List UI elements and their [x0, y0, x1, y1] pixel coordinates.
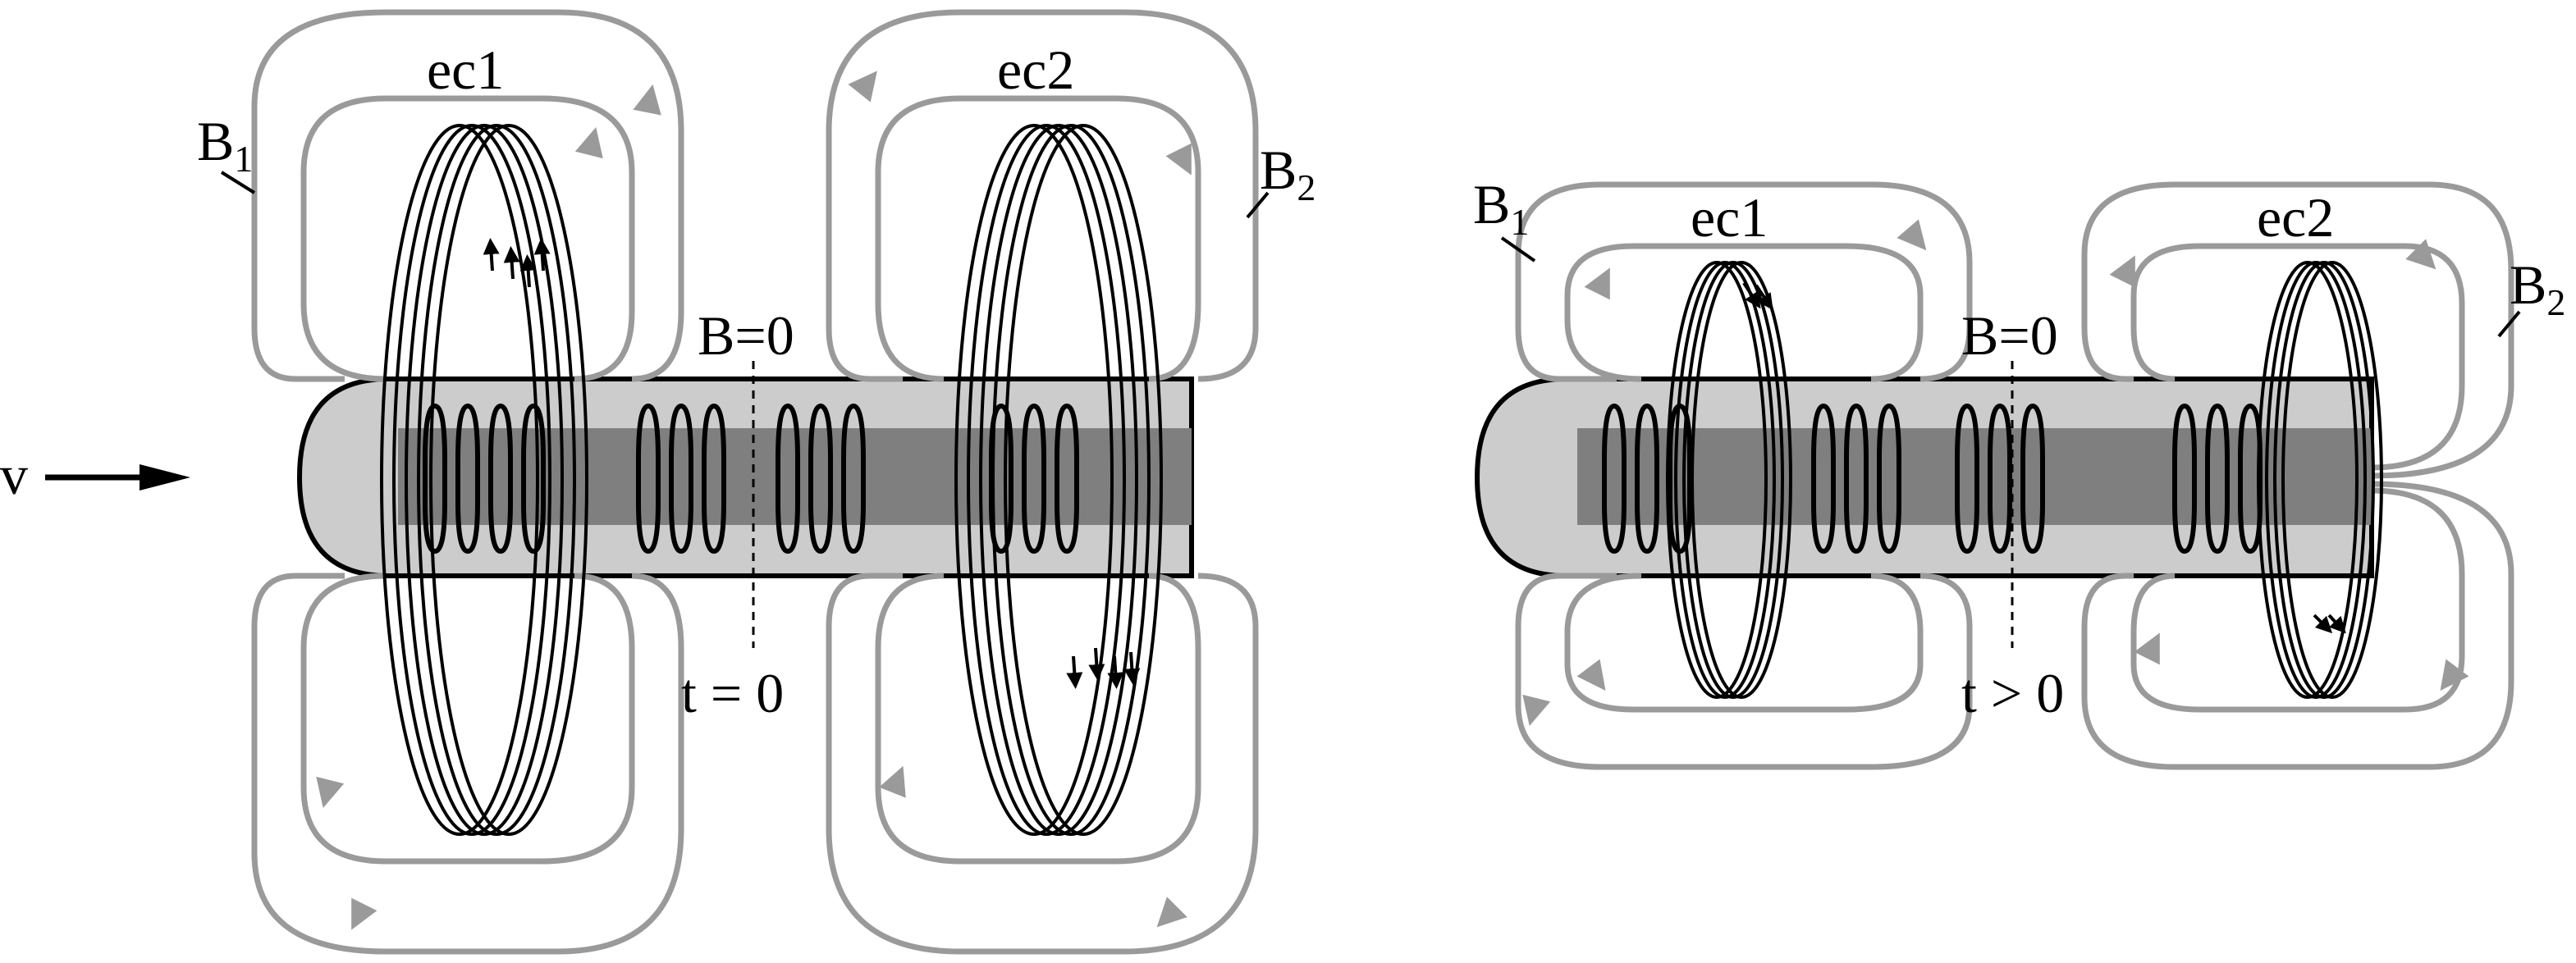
b1-label: B1: [197, 110, 256, 194]
b2-base: B: [1260, 139, 1297, 201]
zero-field-label: B=0: [698, 304, 794, 367]
b1-label-2: B1: [1473, 173, 1536, 262]
ec2-label-2: ec2: [2257, 186, 2334, 249]
b1-base-2: B: [1473, 173, 1510, 235]
b1-subscript-2: 1: [1510, 201, 1529, 243]
b2-label-2: B2: [2497, 253, 2565, 338]
b2-base-2: B: [2510, 253, 2546, 316]
eddy-current-ec1-rings: [380, 124, 588, 836]
ec1-label-2: ec1: [1691, 186, 1768, 249]
svg-text:B2: B2: [2510, 253, 2565, 323]
zero-field-label-2: B=0: [1961, 304, 2058, 367]
svg-text:B1: B1: [1473, 173, 1529, 243]
field-lines-b2-2: [2081, 181, 2514, 770]
ec1-label: ec1: [427, 39, 504, 101]
panel-t-positive: ec1 ec2 B=0 t > 0 B1 B2: [1473, 173, 2565, 770]
eddy-current-ec2-rings: [954, 124, 1163, 836]
solenoid-windings-2: [1602, 403, 2263, 555]
b1-subscript: 1: [234, 138, 253, 180]
svg-text:B2: B2: [1260, 139, 1315, 208]
eddy-current-ec2-rings-2: [2257, 261, 2383, 699]
b2-subscript: 2: [1297, 167, 1315, 208]
field-lines-b1-2: [1515, 181, 1973, 770]
b2-label: B2: [1246, 139, 1315, 219]
time-label: t = 0: [681, 662, 784, 724]
eddy-current-ec1-rings-2: [1666, 261, 1792, 699]
field-lines-b1: [251, 9, 684, 955]
panel-t0: ec1 ec2 B=0 t = 0 B1 B2: [197, 9, 1315, 955]
ec2-label: ec2: [997, 39, 1074, 101]
time-label-2: t > 0: [1961, 662, 2064, 724]
svg-text:B1: B1: [197, 110, 253, 180]
magnet-core: [398, 428, 1192, 525]
field-lines-b2: [826, 9, 1259, 955]
b2-subscript-2: 2: [2546, 281, 2565, 323]
velocity-arrow: v: [0, 444, 190, 506]
b1-base: B: [197, 110, 234, 172]
velocity-label: v: [0, 444, 28, 506]
